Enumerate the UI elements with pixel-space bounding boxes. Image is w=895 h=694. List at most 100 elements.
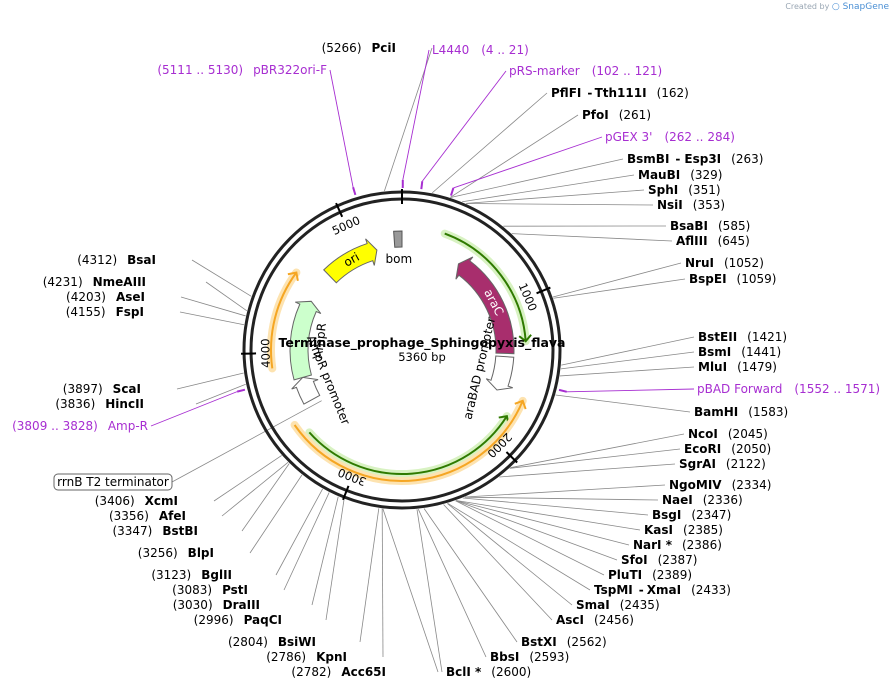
leader-nari bbox=[455, 500, 630, 546]
site-position: (263) bbox=[731, 152, 763, 166]
feature-label-bom: bom bbox=[386, 252, 413, 266]
site-position: (2782) bbox=[291, 665, 331, 679]
site-nmeaiii: (4231)NmeAIII bbox=[43, 275, 146, 289]
site-kasi: KasI(2385) bbox=[644, 523, 723, 537]
leader-ecori bbox=[509, 448, 681, 469]
site-position: (2347) bbox=[691, 508, 731, 522]
site-position: (3347) bbox=[112, 524, 152, 538]
primer-name: Amp-R bbox=[108, 419, 148, 433]
site-position: (329) bbox=[690, 168, 722, 182]
leader-kpni bbox=[381, 508, 384, 658]
site-bsmi: BsmI(1441) bbox=[698, 345, 781, 359]
feature-ori bbox=[323, 238, 378, 284]
outer-arc-2 bbox=[293, 400, 524, 482]
site-position: (351) bbox=[688, 183, 720, 197]
leader-pluti bbox=[455, 500, 605, 576]
site-dash: - bbox=[639, 583, 644, 597]
site-enzyme: NmeAIII bbox=[93, 275, 146, 289]
feature-ampr-promoter bbox=[291, 376, 321, 405]
outer-arc-3 bbox=[270, 271, 298, 369]
leader-bsmbi bbox=[450, 158, 624, 198]
terminator-leader bbox=[171, 400, 322, 483]
leader-blpi bbox=[249, 474, 303, 554]
primer-name: pRS-marker bbox=[509, 64, 580, 78]
site-position: (3356) bbox=[109, 509, 149, 523]
site-enzyme: NgoMIV bbox=[669, 478, 722, 492]
site-position: (2336) bbox=[703, 493, 743, 507]
site-bspei: BspEI(1059) bbox=[689, 272, 776, 286]
site-enzyme: FspI bbox=[116, 305, 144, 319]
site-smai: SmaI(2435) bbox=[576, 598, 660, 612]
leader-bsai bbox=[191, 259, 252, 297]
site-naei: NaeI(2336) bbox=[662, 493, 743, 507]
site-pcii: (5266)PciI bbox=[322, 41, 396, 55]
site-position: (261) bbox=[619, 108, 651, 122]
site-enzyme: AfeI bbox=[159, 509, 186, 523]
leader-bstbi bbox=[241, 463, 290, 532]
site-enzyme: ScaI bbox=[113, 382, 141, 396]
leader-sphi bbox=[465, 189, 645, 204]
site-enzyme: BsmBI bbox=[627, 152, 669, 166]
primer-mark-prs-marker bbox=[420, 181, 424, 190]
leader-xcmi bbox=[213, 455, 282, 502]
site-bstbi: (3347) BstBI bbox=[112, 524, 198, 538]
site-enzyme: AseI bbox=[116, 290, 145, 304]
primer-leader-prs-marker bbox=[421, 70, 507, 182]
site-bamhi: BamHI(1583) bbox=[694, 405, 788, 419]
site-enzyme: AscI bbox=[556, 613, 584, 627]
site-enzyme: PluTI bbox=[608, 568, 642, 582]
site-enzyme: KpnI bbox=[316, 650, 347, 664]
leader-lines bbox=[150, 47, 695, 673]
site-position: (2386) bbox=[682, 538, 722, 552]
site-mlui: MluI(1479) bbox=[698, 360, 777, 374]
primer-prs-marker: pRS-marker(102 .. 121) bbox=[509, 64, 662, 78]
leader-bstxi bbox=[423, 508, 518, 643]
site-nsii: NsiI(353) bbox=[657, 198, 725, 212]
primer-leader-pbad-forward bbox=[566, 388, 695, 393]
tick-label-5000: 5000 bbox=[330, 213, 362, 238]
feature-label-arabad-promoter: araBAD promoter bbox=[461, 316, 499, 421]
leader-bbsi bbox=[417, 509, 487, 658]
terminator-label: rrnB T2 terminator bbox=[57, 475, 169, 489]
site-ecori: EcoRI(2050) bbox=[684, 442, 771, 456]
site-enzyme: DraIII bbox=[223, 598, 260, 612]
site-enzyme: PfoI bbox=[582, 108, 609, 122]
feature-arabad-promoter bbox=[485, 355, 515, 391]
leader-tspmi bbox=[447, 502, 591, 591]
site-asei: (4203) AseI bbox=[66, 290, 145, 304]
site-position: (2786) bbox=[266, 650, 306, 664]
site-bsai: (4312)BsaI bbox=[77, 253, 156, 267]
site-bstxi: BstXI(2562) bbox=[521, 635, 607, 649]
site-position: (2456) bbox=[594, 613, 634, 627]
site-enzyme2: XmaI bbox=[647, 583, 681, 597]
site-enzyme: BclI * bbox=[446, 665, 482, 679]
leader-ngomiv bbox=[465, 484, 666, 498]
site-position: (3836) bbox=[55, 397, 95, 411]
site-position: (2433) bbox=[691, 583, 731, 597]
site-enzyme: BlpI bbox=[188, 546, 214, 560]
site-enzyme: XcmI bbox=[145, 494, 178, 508]
site-nari: NarI *(2386) bbox=[633, 538, 722, 552]
primer-leader-l4440 bbox=[402, 49, 430, 181]
primer-leader-amp-r bbox=[150, 391, 238, 427]
leader-nsii bbox=[466, 203, 654, 206]
leader-bsteii bbox=[561, 336, 695, 366]
site-position: (4155) bbox=[66, 305, 106, 319]
tick-5000 bbox=[335, 202, 344, 218]
leader-maubi bbox=[462, 174, 635, 203]
site-position: (4203) bbox=[66, 290, 106, 304]
site-tspmi: TspMI-XmaI(2433) bbox=[594, 583, 731, 597]
leader-bglii bbox=[275, 488, 323, 576]
site-enzyme: BsiWI bbox=[278, 635, 316, 649]
leader-draiii bbox=[311, 496, 339, 606]
map-length: 5360 bp bbox=[398, 350, 446, 364]
site-enzyme: BstBI bbox=[162, 524, 198, 538]
tick-3000 bbox=[342, 485, 350, 501]
snapgene-credit: Created by ○ SnapGene bbox=[785, 2, 889, 12]
site-bbsi: BbsI(2593) bbox=[490, 650, 569, 664]
site-pflfi: PflFI-Tth111I(162) bbox=[551, 86, 689, 100]
site-enzyme2: Esp3I bbox=[684, 152, 721, 166]
leader-sgrai bbox=[499, 463, 676, 478]
leader-ncoi bbox=[510, 433, 685, 469]
site-position: (2387) bbox=[658, 553, 698, 567]
